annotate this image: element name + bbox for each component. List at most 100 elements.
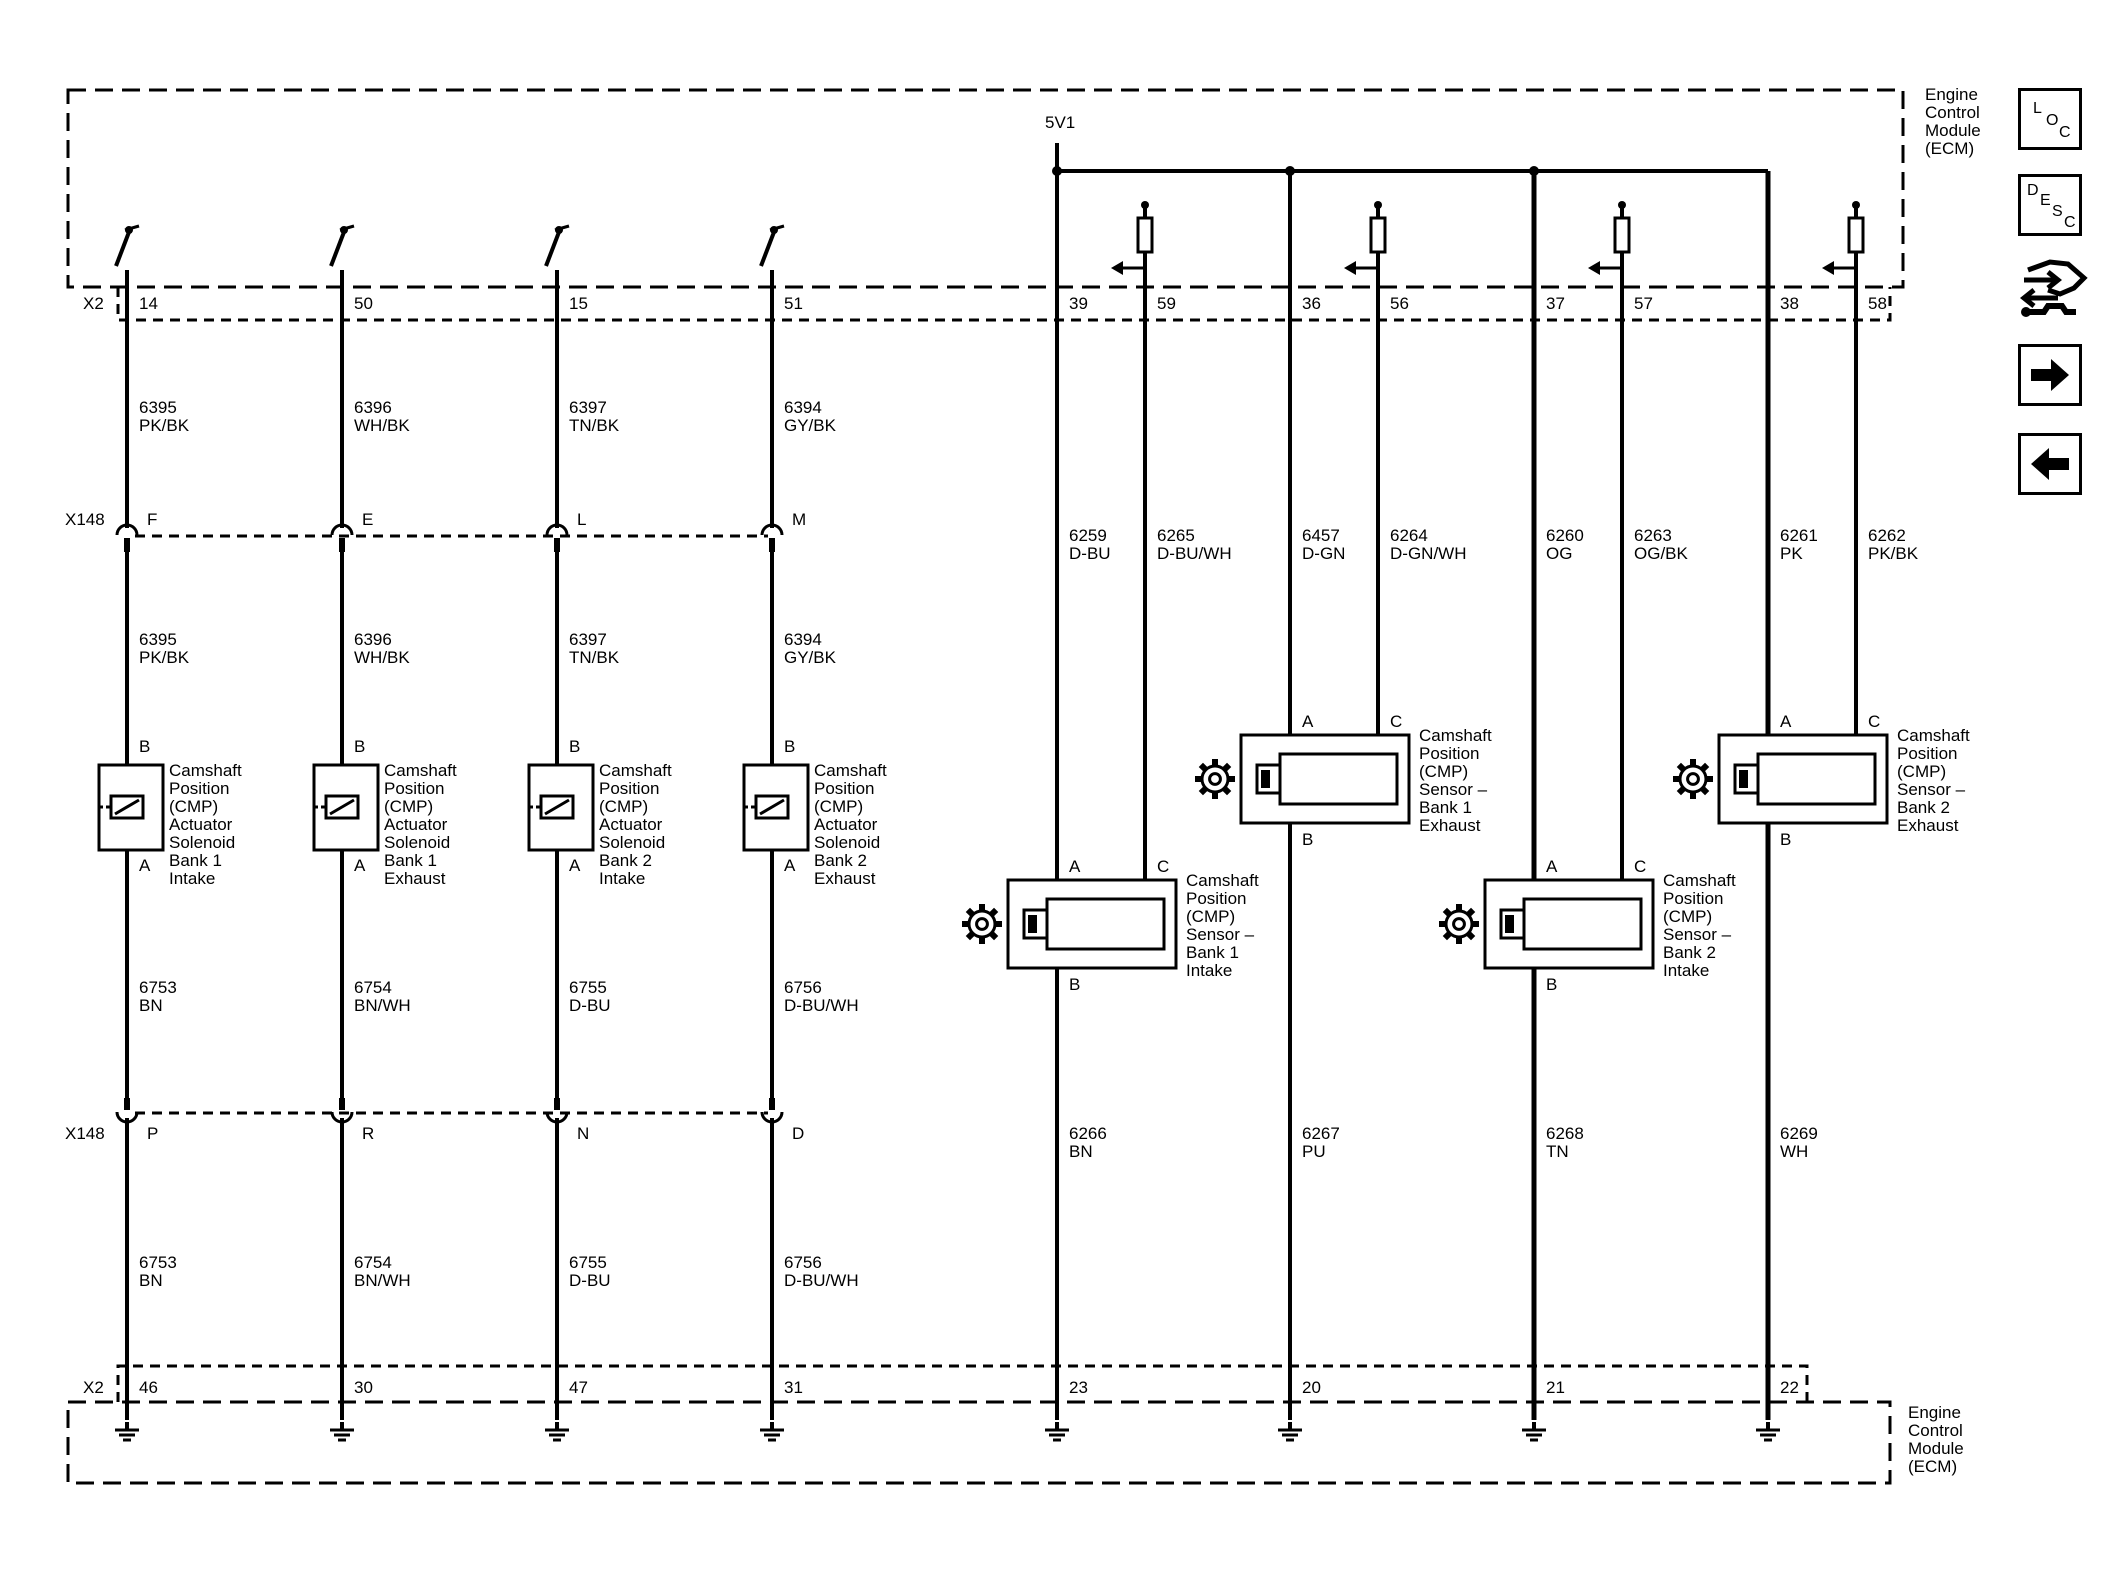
component-pin-label: C (1390, 712, 1402, 731)
sensor-name: (CMP) (1663, 907, 1712, 926)
ecm-pin-label: 47 (569, 1378, 588, 1397)
signal-arrow (1344, 261, 1356, 275)
component-pin-label: B (1069, 975, 1080, 994)
ecm-pin-label: 30 (354, 1378, 373, 1397)
gear-teeth (1673, 759, 1713, 799)
wire-label: PK/BK (139, 416, 190, 435)
wire-label: BN/WH (354, 996, 411, 1015)
solenoid-core (544, 798, 570, 816)
connector-cup (545, 523, 569, 536)
wire-label: 6260 (1546, 526, 1584, 545)
wire-label: BN (139, 1271, 163, 1290)
connector-cup (760, 1111, 784, 1124)
component-pin-label: B (1780, 830, 1791, 849)
sensor-magnet-core (1261, 770, 1270, 788)
ecm-pin-label: 20 (1302, 1378, 1321, 1397)
ecm-frame (66, 88, 1905, 1485)
wire-label: OG/BK (1634, 544, 1689, 563)
sensor-name: Camshaft (1663, 871, 1736, 890)
sensor-name: (CMP) (1897, 762, 1946, 781)
solenoid-name: Bank 2 (814, 851, 867, 870)
gear-teeth (1439, 904, 1479, 944)
loc-letter-c: C (2059, 124, 2071, 141)
solenoid-name: Camshaft (814, 761, 887, 780)
previous-page-button[interactable] (2018, 433, 2082, 495)
sensor-name: Position (1186, 889, 1246, 908)
solenoid-name: Bank 1 (169, 851, 222, 870)
switch-arm (114, 231, 131, 267)
wire-label: 6755 (569, 1253, 607, 1272)
ecm-label-bottom: Engine (1908, 1403, 1961, 1422)
x148-pin-label: L (577, 510, 586, 529)
ecm-label-top: Module (1925, 121, 1981, 140)
component-pin-label: A (1069, 857, 1081, 876)
solenoid-name: Solenoid (169, 833, 235, 852)
gear-icon (962, 904, 1002, 944)
solenoid-name: (CMP) (814, 797, 863, 816)
location-button[interactable]: L O C (2018, 88, 2082, 150)
pullup-resistor (1613, 216, 1631, 254)
ecm-pin-label: 59 (1157, 294, 1176, 313)
sensor-magnet-core (1739, 770, 1748, 788)
diagnostic-procedure-button[interactable] (2018, 254, 2088, 328)
wire-label: 6756 (784, 978, 822, 997)
desc-letter-e: E (2040, 192, 2051, 209)
wire-label: GY/BK (784, 648, 837, 667)
wrench-connector-icon (2019, 259, 2088, 317)
wire-label: 6756 (784, 1253, 822, 1272)
solenoid-core (329, 798, 355, 816)
ecm-label-top: (ECM) (1925, 139, 1974, 158)
switch-hook (339, 224, 355, 232)
solenoid-name: Intake (169, 869, 215, 888)
wire-label: WH/BK (354, 648, 410, 667)
wire-label: TN (1546, 1142, 1569, 1161)
solenoid-name: Solenoid (814, 833, 880, 852)
gear-icon (1673, 759, 1713, 799)
solenoid-name: Camshaft (599, 761, 672, 780)
wire-label: BN/WH (354, 1271, 411, 1290)
ecm-pin-label: 36 (1302, 294, 1321, 313)
wire-label: TN/BK (569, 648, 620, 667)
wire-label: 6457 (1302, 526, 1340, 545)
wire-label: 6261 (1780, 526, 1818, 545)
next-page-button[interactable] (2018, 344, 2082, 406)
wire-label: 6753 (139, 1253, 177, 1272)
component-pin-label: A (1546, 857, 1558, 876)
wire-label: WH (1780, 1142, 1808, 1161)
wire-label: 6267 (1302, 1124, 1340, 1143)
gear-teeth (1195, 759, 1235, 799)
wire-label: 6754 (354, 1253, 392, 1272)
wire-label: WH/BK (354, 416, 410, 435)
signal-arrow (1588, 261, 1600, 275)
solenoid-name: Bank 1 (384, 851, 437, 870)
x148-pin-label: F (147, 510, 157, 529)
wire-label: 6394 (784, 630, 822, 649)
component-pin-label: B (569, 737, 580, 756)
component-pin-label: C (1868, 712, 1880, 731)
x148-pin-label: N (577, 1124, 589, 1143)
description-button[interactable]: D E S C (2018, 174, 2082, 236)
description-icon: D E S C (2027, 182, 2076, 231)
connector-cup (115, 523, 139, 536)
ecm-pin-label: 21 (1546, 1378, 1565, 1397)
solenoid-name: (CMP) (599, 797, 648, 816)
wire-label: 6755 (569, 978, 607, 997)
wire-label: 6259 (1069, 526, 1107, 545)
ecm-pin-label: 15 (569, 294, 588, 313)
sensor-name: Intake (1663, 961, 1709, 980)
sensor-name: Camshaft (1419, 726, 1492, 745)
sensor-name: Position (1419, 744, 1479, 763)
sensor-name: Exhaust (1419, 816, 1481, 835)
wire-label: D-GN/WH (1390, 544, 1466, 563)
connector-pin (769, 538, 775, 552)
solenoid-name: Position (384, 779, 444, 798)
solenoid-name: Position (814, 779, 874, 798)
connector-pin (339, 538, 345, 552)
connector-pin (554, 1098, 560, 1110)
pullup-node (1374, 201, 1382, 209)
connector-pin (339, 1098, 345, 1110)
connector-pin (124, 538, 130, 552)
connector-pin (769, 1098, 775, 1110)
gear-hub (975, 917, 989, 931)
wire-label: D-BU/WH (784, 1271, 859, 1290)
